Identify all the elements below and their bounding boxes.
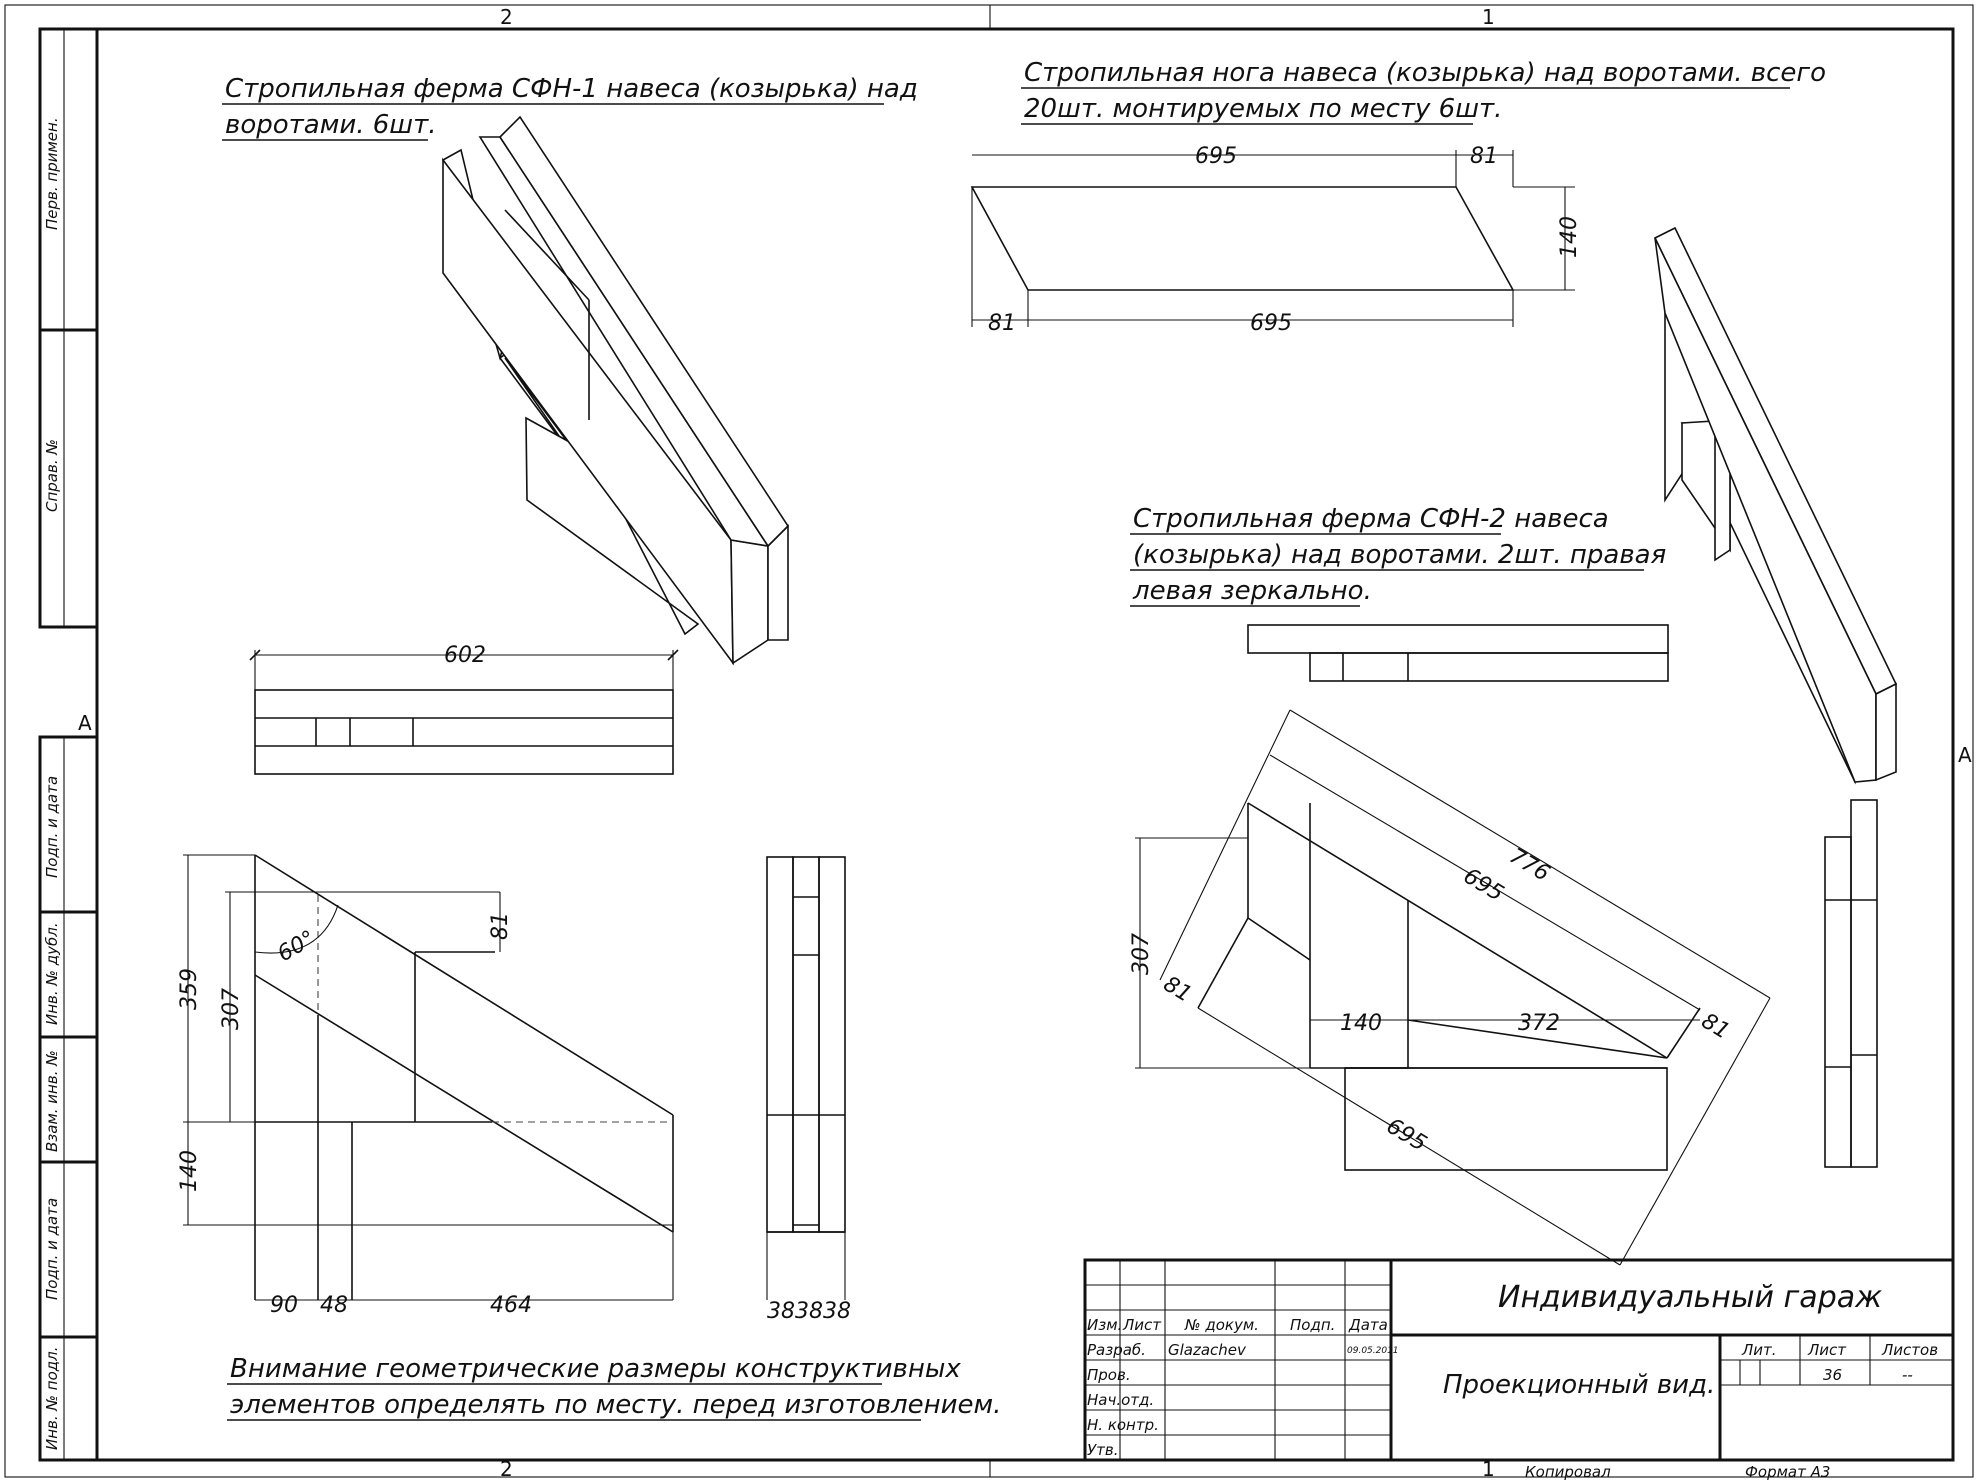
tb-format: Формат А3 — [1745, 1463, 1830, 1481]
dim-776: 776 — [1505, 844, 1554, 887]
drawing-subtitle: Проекционный вид. — [1443, 1370, 1715, 1400]
dim-90: 90 — [270, 1293, 298, 1318]
dim-81-f1: 81 — [488, 912, 513, 940]
svg-text:Стропильная ферма СФН-1 навеса: Стропильная ферма СФН-1 навеса (козырька… — [225, 74, 918, 104]
dim-372: 372 — [1518, 1011, 1560, 1036]
svg-text:Стропильная нога навеса (козыр: Стропильная нога навеса (козырька) над в… — [1024, 58, 1826, 88]
sfn1-plan: 602 — [249, 643, 679, 775]
side-stamp: Перв. примен. Справ. № Подп. и дата Инв.… — [38, 27, 99, 1462]
zone-bottom-right: 1 — [1482, 1457, 1495, 1481]
tb-izm: Изм. — [1087, 1316, 1122, 1334]
tb-razrab: Разраб. — [1087, 1341, 1146, 1359]
dim-307: 307 — [219, 988, 244, 1030]
outer-border — [4, 4, 1974, 1478]
svg-text:20шт. монтируемых по месту 6шт: 20шт. монтируемых по месту 6шт. — [1024, 94, 1502, 124]
sfn2-side — [1824, 799, 1878, 1168]
tb-list-label: Лист — [1807, 1341, 1847, 1359]
dim-695-f2b: 695 — [1382, 1114, 1431, 1157]
tb-utv: Утв. — [1087, 1441, 1119, 1459]
stamp-podp1: Подп. и дата — [43, 776, 61, 878]
note-sfn1: Стропильная ферма СФН-1 навеса (козырька… — [222, 74, 918, 141]
note-noga: Стропильная нога навеса (козырька) над в… — [1021, 58, 1826, 125]
zone-right: А — [1958, 743, 1972, 767]
zone-left: А — [78, 711, 92, 735]
dim-81-f2a: 81 — [1159, 972, 1196, 1008]
stamp-podp2: Подп. и дата — [43, 1198, 61, 1300]
title-block: Изм. Лист № докум. Подп. Дата Разраб. Пр… — [1083, 1258, 1955, 1481]
tb-n-kontr: Н. контр. — [1087, 1416, 1159, 1434]
tb-date: 09.05.2011 — [1347, 1346, 1399, 1356]
tb-prov: Пров. — [1087, 1366, 1131, 1384]
dim-81-f2b: 81 — [1697, 1009, 1734, 1045]
dim-602: 602 — [444, 643, 486, 668]
sfn2-isometric — [1653, 226, 1898, 785]
dim-48: 48 — [320, 1293, 348, 1318]
dim-81-top: 81 — [1470, 144, 1498, 169]
sfn2-plan — [1247, 624, 1669, 682]
sfn1-side: 383838 — [766, 856, 851, 1324]
dim-695-bot: 695 — [1250, 311, 1292, 336]
dim-140-f2: 140 — [1340, 1011, 1382, 1036]
tb-data: Дата — [1348, 1316, 1388, 1334]
noga-view: 695 81 140 81 695 — [970, 144, 1582, 336]
drawing-title: Индивидуальный гараж — [1498, 1280, 1882, 1315]
svg-text:левая зеркально.: левая зеркально. — [1132, 576, 1372, 606]
stamp-sprav: Справ. № — [43, 439, 61, 512]
svg-text:элементов определять по месту.: элементов определять по месту. перед изг… — [230, 1390, 1001, 1420]
stamp-inv-dubl: Инв. № дубл. — [43, 922, 61, 1025]
sfn1-front: 359 307 60° 81 140 90 48 464 — [177, 854, 674, 1318]
stamp-inv-podl: Инв. № подл. — [43, 1347, 61, 1450]
svg-text:(козырька) над воротами. 2шт.: (козырька) над воротами. 2шт. правая — [1133, 540, 1666, 570]
zone-top-left: 2 — [500, 5, 513, 29]
dim-38-38-38: 383838 — [767, 1299, 851, 1324]
zone-top-right: 1 — [1482, 5, 1495, 29]
tb-nach-otd: Нач.отд. — [1087, 1391, 1154, 1409]
dim-140-noga: 140 — [1557, 216, 1582, 258]
svg-text:Стропильная ферма СФН-2 навеса: Стропильная ферма СФН-2 навеса — [1133, 504, 1609, 534]
dim-695-top: 695 — [1195, 144, 1237, 169]
tb-listov-value: -- — [1902, 1366, 1913, 1384]
tb-lit: Лит. — [1741, 1341, 1777, 1359]
dim-307-f2: 307 — [1129, 933, 1154, 975]
dim-140-f1: 140 — [177, 1150, 202, 1192]
stamp-perv: Перв. примен. — [43, 117, 61, 230]
tb-list: Лист — [1122, 1316, 1162, 1334]
tb-podp: Подп. — [1290, 1316, 1335, 1334]
note-sfn2: Стропильная ферма СФН-2 навеса (козырька… — [1130, 504, 1666, 607]
dim-695-f2: 695 — [1459, 864, 1508, 907]
sfn1-isometric — [442, 115, 790, 666]
note-warning: Внимание геометрические размеры конструк… — [227, 1354, 1001, 1421]
sfn2-front: 776 695 307 81 81 140 372 695 — [1129, 709, 1771, 1266]
tb-list-value: 36 — [1823, 1366, 1842, 1384]
dim-359: 359 — [177, 968, 202, 1010]
tb-copied: Копировал — [1525, 1463, 1611, 1481]
tb-n-dokum: № докум. — [1184, 1316, 1259, 1334]
dim-60deg: 60° — [274, 926, 320, 967]
stamp-vzam: Взам. инв. № — [43, 1050, 61, 1152]
tb-listov-label: Листов — [1881, 1341, 1938, 1359]
svg-text:Внимание геометрические размер: Внимание геометрические размеры конструк… — [230, 1354, 961, 1384]
tb-author: Glazachev — [1168, 1341, 1247, 1359]
svg-text:воротами. 6шт.: воротами. 6шт. — [225, 110, 437, 140]
zone-bottom-left: 2 — [500, 1457, 513, 1481]
dim-464: 464 — [490, 1293, 532, 1318]
dim-81-bot: 81 — [988, 311, 1016, 336]
